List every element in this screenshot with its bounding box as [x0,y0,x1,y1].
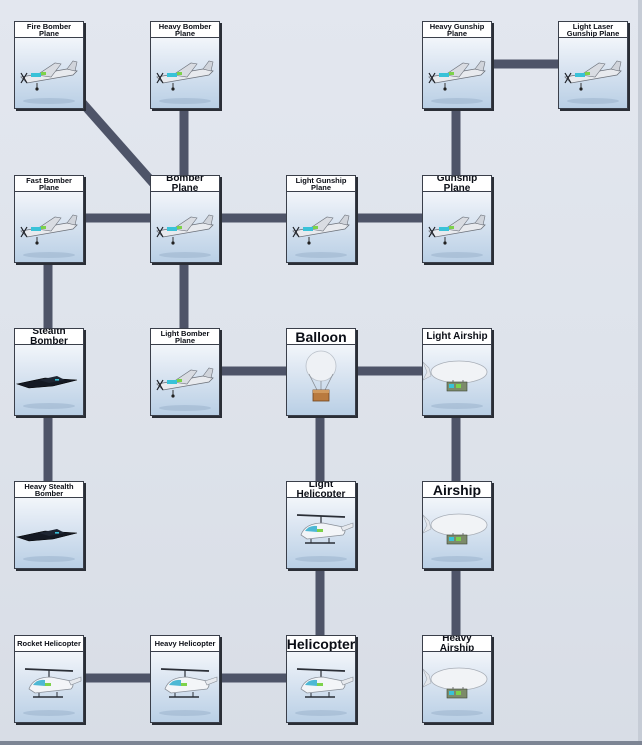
tech-node-heavy-helicopter[interactable]: Heavy Helicopter [150,635,220,723]
tech-node-light-airship[interactable]: Light Airship [422,328,492,416]
plane-icon [151,193,219,262]
tech-node-title: Heavy Bomber Plane [151,22,219,38]
tech-node-stealth-bomber[interactable]: Stealth Bomber [14,328,84,416]
balloon-icon [287,346,355,415]
tech-node-helicopter[interactable]: Helicopter [286,635,356,723]
airship-icon [423,346,491,415]
tech-node-title: Fire Bomber Plane [15,22,83,38]
tech-node-light-helicopter[interactable]: Light Helicopter [286,481,356,569]
airship-icon [423,499,491,568]
tech-node-heavy-gunship-plane[interactable]: Heavy Gunship Plane [422,21,492,109]
plane-icon [559,39,627,108]
tech-node-title: Light Gunship Plane [287,176,355,192]
tech-node-title: Light Laser Gunship Plane [559,22,627,38]
tech-node-title: Light Helicopter [287,482,355,498]
helicopter-icon [287,499,355,568]
tech-node-light-bomber-plane[interactable]: Light Bomber Plane [150,328,220,416]
tech-node-title: Light Airship [423,329,491,345]
plane-icon [15,193,83,262]
tech-node-title: Helicopter [287,636,355,652]
plane-icon [151,39,219,108]
helicopter-icon [15,653,83,722]
airship-icon [423,653,491,722]
helicopter-icon [287,653,355,722]
tech-node-fire-bomber-plane[interactable]: Fire Bomber Plane [14,21,84,109]
plane-icon [423,39,491,108]
tech-node-gunship-plane[interactable]: Gunship Plane [422,175,492,263]
stealth-bomber-icon [15,499,83,568]
tech-node-balloon[interactable]: Balloon [286,328,356,416]
tech-node-heavy-airship[interactable]: Heavy Airship [422,635,492,723]
panel-edge [638,0,642,745]
tech-node-title: Balloon [287,329,355,345]
plane-icon [15,39,83,108]
tech-node-rocket-helicopter[interactable]: Rocket Helicopter [14,635,84,723]
tech-node-title: Heavy Helicopter [151,636,219,652]
tech-node-title: Gunship Plane [423,176,491,192]
tech-node-title: Rocket Helicopter [15,636,83,652]
panel-bottom-border [0,741,642,745]
tech-node-title: Heavy Stealth Bomber [15,482,83,498]
tech-node-bomber-plane[interactable]: Bomber Plane [150,175,220,263]
tech-node-light-gunship-plane[interactable]: Light Gunship Plane [286,175,356,263]
tech-node-title: Stealth Bomber [15,329,83,345]
tech-node-heavy-bomber-plane[interactable]: Heavy Bomber Plane [150,21,220,109]
plane-icon [151,346,219,415]
tech-node-title: Heavy Gunship Plane [423,22,491,38]
tech-node-title: Bomber Plane [151,176,219,192]
helicopter-icon [151,653,219,722]
tech-node-airship[interactable]: Airship [422,481,492,569]
tech-node-light-laser-gunship-plane[interactable]: Light Laser Gunship Plane [558,21,628,109]
tech-node-fast-bomber-plane[interactable]: Fast Bomber Plane [14,175,84,263]
stealth-bomber-icon [15,346,83,415]
tech-node-title: Fast Bomber Plane [15,176,83,192]
plane-icon [423,193,491,262]
tech-node-title: Heavy Airship [423,636,491,652]
tech-node-title: Airship [423,482,491,498]
plane-icon [287,193,355,262]
tech-node-heavy-stealth-bomber[interactable]: Heavy Stealth Bomber [14,481,84,569]
tech-node-title: Light Bomber Plane [151,329,219,345]
